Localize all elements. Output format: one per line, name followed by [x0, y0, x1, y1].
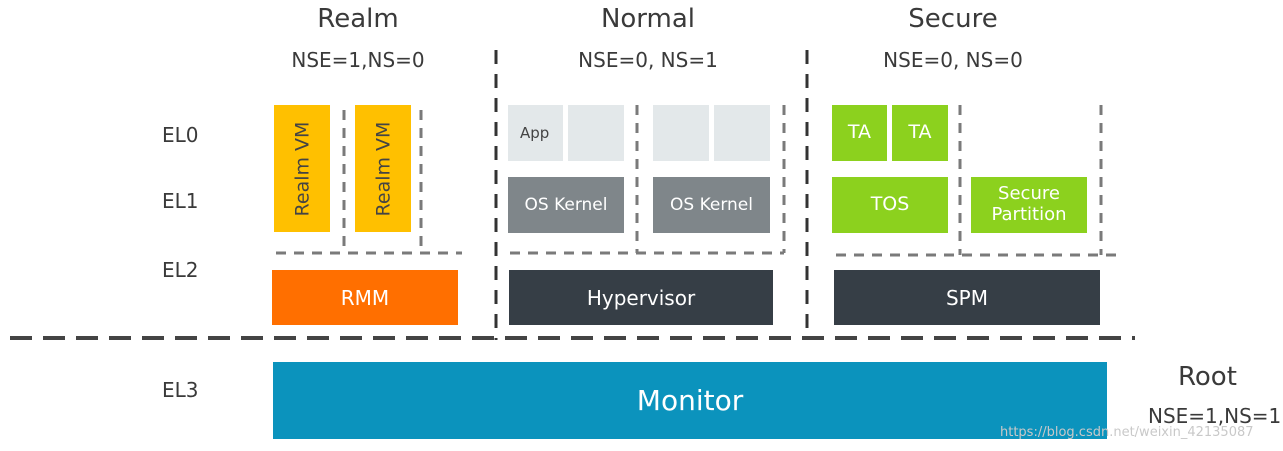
app-box: App: [508, 105, 563, 161]
el3-label: EL3: [162, 378, 199, 402]
el0-label: EL0: [162, 123, 199, 147]
ta-label-1: TA: [847, 121, 872, 144]
app-box-empty-2: [653, 105, 709, 161]
watermark-text: https://blog.csdn.net/weixin_42135087: [1000, 425, 1254, 440]
app-box-empty-1: [568, 105, 624, 161]
os-kernel-box-1: OS Kernel: [508, 177, 624, 233]
secure-partition-label-line2: Partition: [991, 204, 1067, 225]
app-label: App: [520, 124, 550, 142]
spm-label: SPM: [945, 285, 988, 310]
realm-world-title: Realm: [317, 4, 399, 34]
realm-vm-label-2: Realm VM: [372, 121, 394, 216]
normal-world-title: Normal: [600, 4, 696, 34]
normal-world-security-state: NSE=0, NS=1: [578, 48, 718, 72]
secure-world-title: Secure: [908, 4, 998, 34]
os-kernel-label-1: OS Kernel: [524, 195, 608, 215]
hypervisor-box: Hypervisor: [509, 270, 773, 325]
monitor-box: Monitor: [273, 362, 1107, 439]
realm-vm-box-2: Realm VM: [355, 105, 411, 232]
ta-box-2: TA: [892, 105, 948, 161]
root-world-security-state: NSE=1,NS=1: [1148, 404, 1282, 428]
tos-label: TOS: [870, 193, 910, 216]
ta-label-2: TA: [908, 121, 932, 144]
ta-box-1: TA: [832, 105, 887, 161]
os-kernel-box-2: OS Kernel: [653, 177, 770, 233]
root-world-title: Root: [1178, 362, 1237, 392]
el1-label: EL1: [162, 189, 199, 213]
secure-world-security-state: NSE=0, NS=0: [883, 48, 1023, 72]
app-box-empty-3: [714, 105, 770, 161]
el2-label: EL2: [162, 258, 199, 282]
realm-world-security-state: NSE=1,NS=0: [291, 48, 425, 72]
realm-vm-label-1: Realm VM: [291, 121, 313, 216]
os-kernel-label-2: OS Kernel: [670, 195, 753, 215]
tos-box: TOS: [832, 177, 948, 233]
hypervisor-label: Hypervisor: [586, 285, 696, 310]
rmm-label: RMM: [340, 285, 390, 310]
monitor-label: Monitor: [636, 384, 744, 417]
secure-partition-label-line1: Secure: [998, 183, 1060, 205]
secure-partition-box: Secure Partition: [971, 177, 1087, 233]
realm-vm-box-1: Realm VM: [274, 105, 330, 232]
spm-box: SPM: [834, 270, 1100, 325]
rmm-box: RMM: [272, 270, 458, 325]
